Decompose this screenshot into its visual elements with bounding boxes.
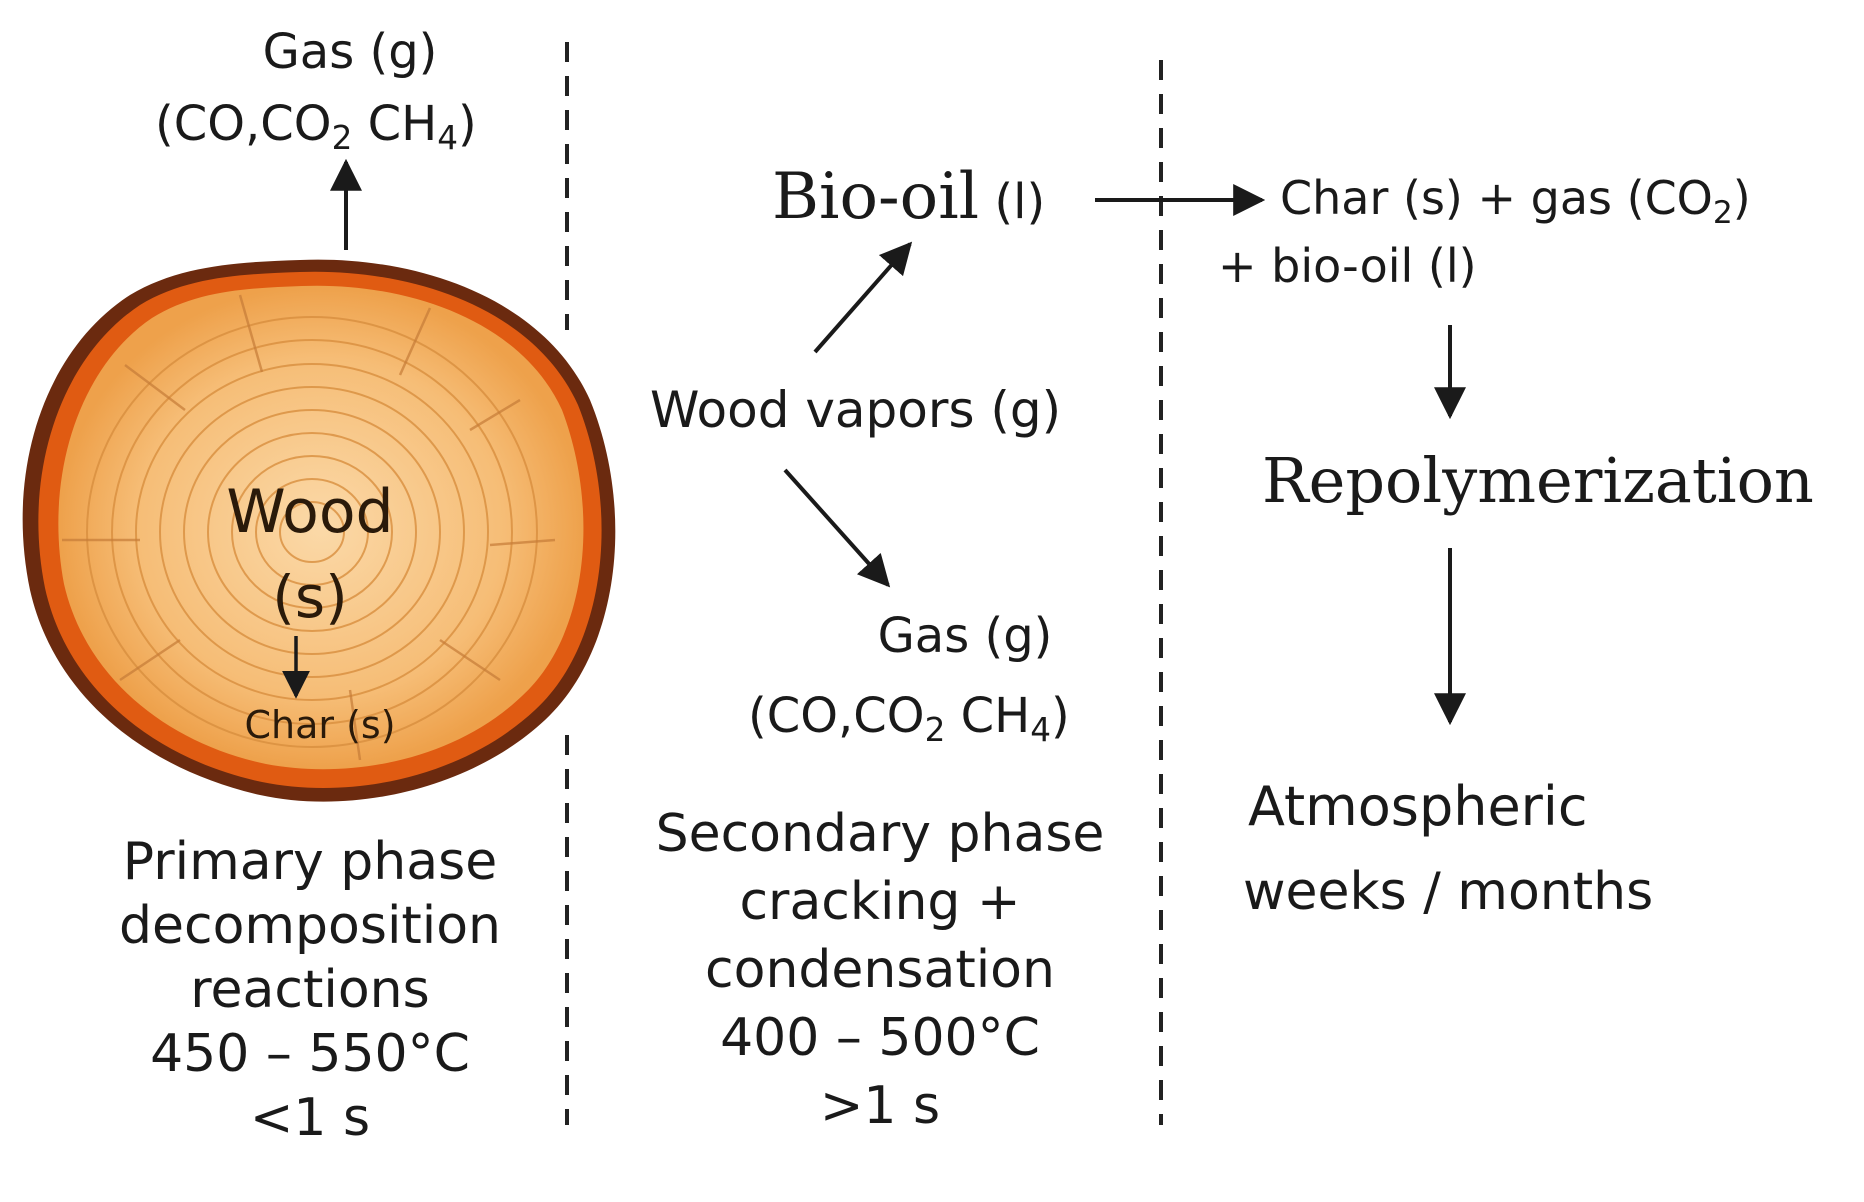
- phase2-caption-line: >1 s: [819, 1076, 941, 1136]
- phase2-caption-line: Secondary phase: [655, 804, 1105, 864]
- phase1-caption: Primary phase decomposition reactions 45…: [60, 830, 560, 1150]
- char-label: Char (s): [244, 703, 396, 747]
- phase2-gas-label: Gas (g): [877, 608, 1053, 664]
- phase1-caption-line: decomposition: [118, 896, 502, 956]
- phase1-caption-line: reactions: [190, 960, 430, 1020]
- arrow-icon-vapors-to-biooil: [813, 241, 913, 354]
- phase1-gas-composition: (CO,CO2 CH4): [155, 96, 477, 158]
- phase1-caption-line: Primary phase: [122, 832, 498, 892]
- bio-oil-label: Bio-oil (l): [772, 160, 1046, 234]
- phase2-caption: Secondary phase cracking + condensation …: [610, 800, 1150, 1140]
- phase2-caption-line: cracking +: [739, 872, 1021, 932]
- phase3-products-line2: + bio-oil (l): [1218, 239, 1477, 293]
- arrow-icon-vapors-to-gas: [783, 468, 891, 588]
- wood-state-label: (s): [272, 563, 348, 631]
- wood-vapors-label: Wood vapors (g): [650, 381, 1062, 439]
- timescale-label: weeks / months: [1243, 862, 1654, 922]
- phase1-caption-line: <1 s: [249, 1088, 371, 1148]
- wood-label: Wood: [226, 477, 394, 547]
- phase1-caption-line: 450 – 550°C: [150, 1024, 470, 1084]
- wood-cross-section-icon: [22, 259, 616, 802]
- atmospheric-label: Atmospheric: [1248, 775, 1588, 838]
- phase2-gas-composition: (CO,CO2 CH4): [748, 688, 1070, 750]
- phase1-gas-label: Gas (g): [262, 24, 438, 80]
- phase3-products-line1: Char (s) + gas (CO2): [1280, 171, 1751, 231]
- repolymerization-label: Repolymerization: [1262, 444, 1814, 517]
- phase2-caption-line: 400 – 500°C: [720, 1008, 1040, 1068]
- phase2-caption-line: condensation: [705, 940, 1055, 1000]
